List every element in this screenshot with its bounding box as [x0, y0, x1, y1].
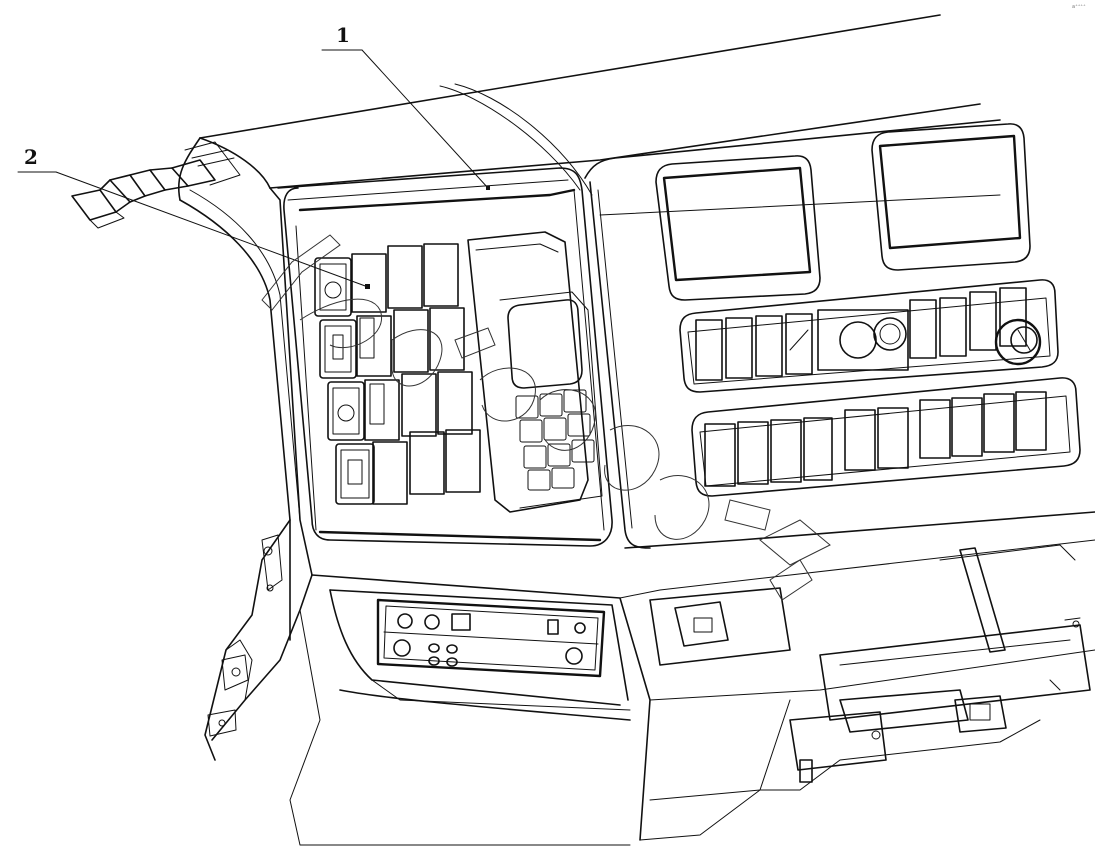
left-wing-panel	[179, 187, 313, 761]
corner-mark: a⁺⁺⁺⁺	[1072, 4, 1086, 10]
switch-column-second	[351, 253, 408, 505]
lower-right-structure	[619, 539, 1095, 841]
watermark-outline-lettering	[261, 234, 831, 601]
display-screen-right	[871, 123, 1031, 271]
radio-unit	[376, 598, 606, 678]
left-switch-panel	[277, 167, 613, 547]
callout-1-number: 1	[336, 23, 350, 47]
callout-2-number: 2	[24, 145, 38, 169]
blank-switch-grid	[387, 243, 481, 495]
callout-2: 2	[17, 145, 370, 289]
upper-switch-row	[679, 279, 1059, 393]
right-panel-frame	[584, 119, 1095, 549]
bracket-part-2	[71, 141, 241, 229]
dashboard-top-surface	[177, 14, 981, 201]
callout-1: 1	[321, 23, 490, 190]
switch-column-left	[314, 257, 375, 505]
centre-recess	[467, 231, 603, 513]
lower-switch-row	[691, 377, 1081, 497]
display-screen-left	[655, 155, 821, 301]
lower-console	[289, 574, 651, 846]
